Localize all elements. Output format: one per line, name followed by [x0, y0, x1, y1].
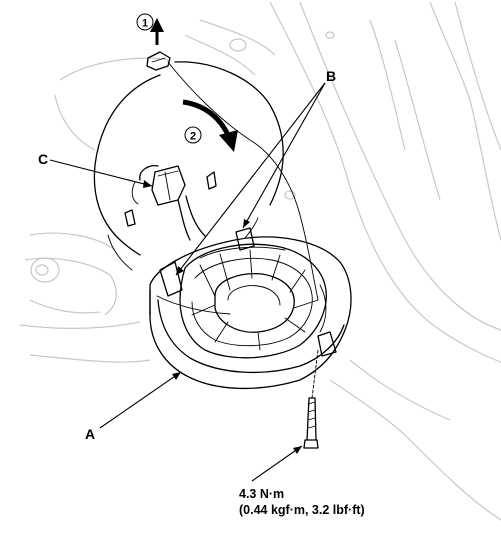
- torque-value: 4.3 N·m: [239, 487, 284, 501]
- callout-c: C: [38, 151, 48, 167]
- step1-marker: 1: [136, 13, 154, 31]
- step2-arrow: [182, 99, 238, 152]
- torque-conversion: (0.44 kgf·m, 3.2 lbf·ft): [239, 503, 365, 517]
- callout-a: A: [85, 426, 95, 442]
- step2-marker: 2: [184, 126, 202, 144]
- body-panel-background: [19, 1, 501, 521]
- step1-number: 1: [142, 18, 148, 30]
- mounting-bolt: [303, 349, 319, 449]
- leader-lines: [49, 82, 326, 482]
- step1-arrow: [150, 18, 164, 45]
- panel-tabs: [124, 171, 217, 227]
- speaker-opening: [93, 61, 284, 271]
- callout-b: B: [326, 68, 336, 84]
- clip-top: [146, 51, 319, 301]
- step2-number: 2: [190, 131, 196, 143]
- speaker-a: [149, 227, 352, 390]
- connector-c: [131, 164, 206, 241]
